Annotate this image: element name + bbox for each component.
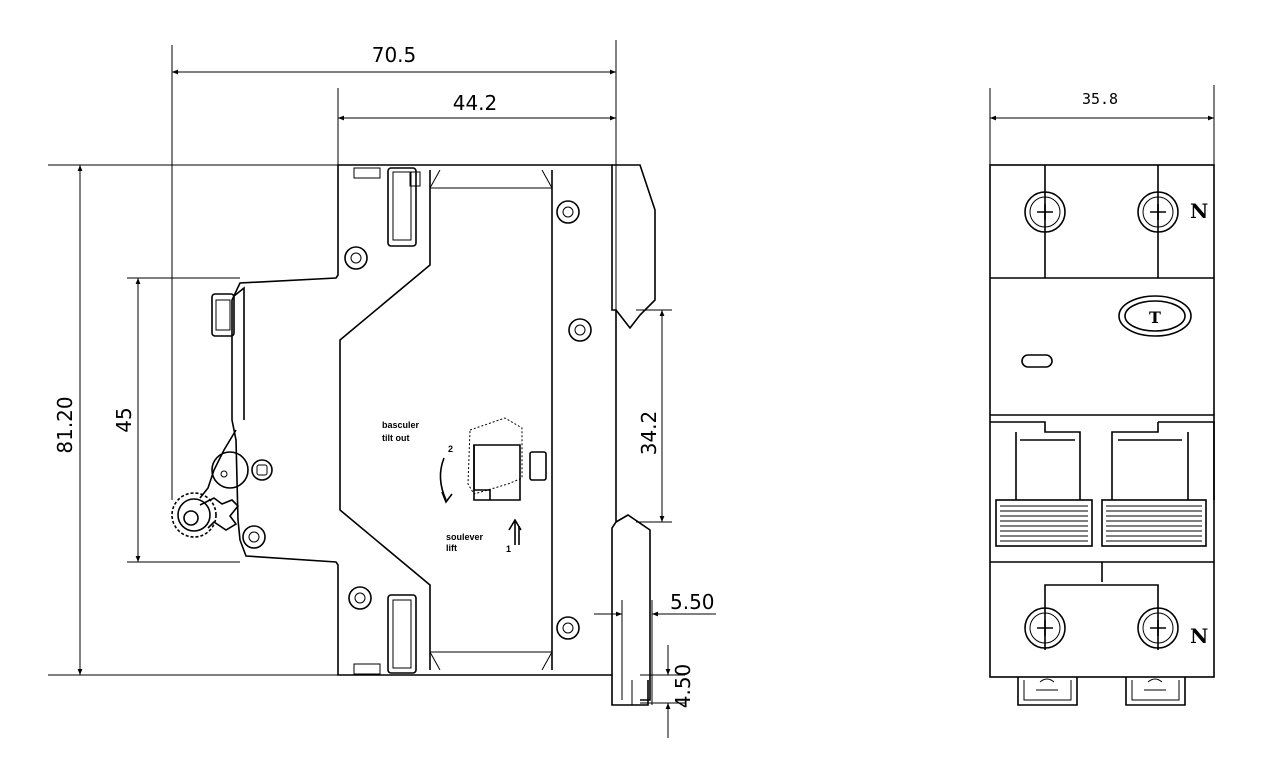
dim-overall-width-label: 70.5 [372,43,417,67]
terminal-screw-icon [1137,607,1179,649]
breaker-body-front: N T [989,164,1215,706]
tilt-out-label-en: tilt out [382,433,410,443]
tilt-out-label-fr: basculer [382,420,420,430]
dim-clip-depth: 4.50 [665,645,695,738]
dim-overall-height-label: 81.20 [53,396,77,453]
dim-front-width: 35.8 [990,90,1214,121]
front-view: 35.8 N [989,85,1215,706]
dim-rail-height: 34.2 [637,310,665,522]
dim-clip-depth-label: 4.50 [671,664,695,709]
test-button-icon: T [1118,295,1192,337]
terminal-screw-icon [1137,191,1179,233]
breaker-body-side [171,164,656,706]
din-clip-front [1017,677,1186,706]
lift-label-en: lift [446,543,457,553]
dim-front-width-label: 35.8 [1082,90,1118,108]
dim-front-height-label: 45 [112,407,136,432]
indicator-window [1021,354,1053,368]
pole-label-top: N [1190,199,1208,223]
dim-overall-height: 81.20 [53,165,83,675]
pole-label-bottom: N [1190,624,1208,648]
dim-body-width: 44.2 [338,91,616,121]
lift-label-fr: soulever [446,532,484,542]
tilt-diagram: basculer tilt out soulever lift 2 1 [382,417,547,554]
dim-clip-offset: 5.50 [594,590,716,617]
step-2-label: 2 [448,444,453,454]
step-1-label: 1 [506,544,511,554]
dim-rail-height-label: 34.2 [637,411,661,456]
dim-front-height: 45 [112,278,141,562]
side-view: 70.5 44.2 81.20 45 34.2 5.50 [48,40,716,738]
dim-overall-width: 70.5 [172,43,616,75]
terminal-screw-icon [1024,191,1066,233]
dim-clip-offset-label: 5.50 [670,590,715,614]
toggle-handles [990,421,1215,547]
dim-body-width-label: 44.2 [453,91,498,115]
toggle-lever [171,429,249,538]
test-button-label: T [1149,308,1161,327]
terminal-screw-icon [1024,607,1066,649]
